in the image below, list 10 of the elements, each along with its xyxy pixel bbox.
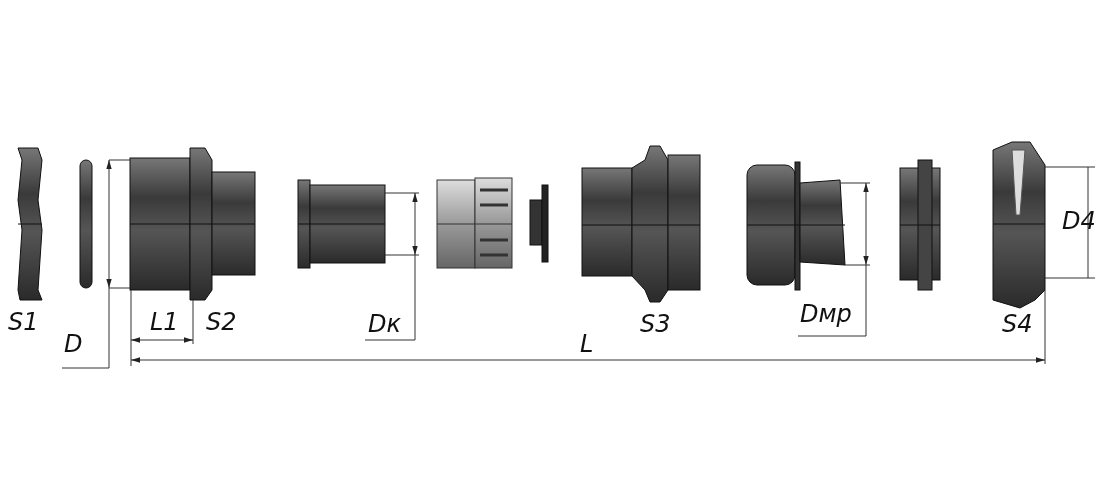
- dimension-label: S4: [1002, 310, 1033, 338]
- dimension-label: D4: [1062, 207, 1096, 235]
- dimension-label: L: [580, 330, 594, 358]
- dimension-label: S3: [640, 310, 671, 338]
- dimension-label: S1: [8, 308, 39, 336]
- dimension-label: D: [64, 330, 83, 358]
- dimension-label: L1: [150, 308, 179, 336]
- dimension-label: S2: [206, 308, 237, 336]
- dimension-label: Dмр: [800, 300, 852, 328]
- dimension-label: Dк: [368, 310, 401, 338]
